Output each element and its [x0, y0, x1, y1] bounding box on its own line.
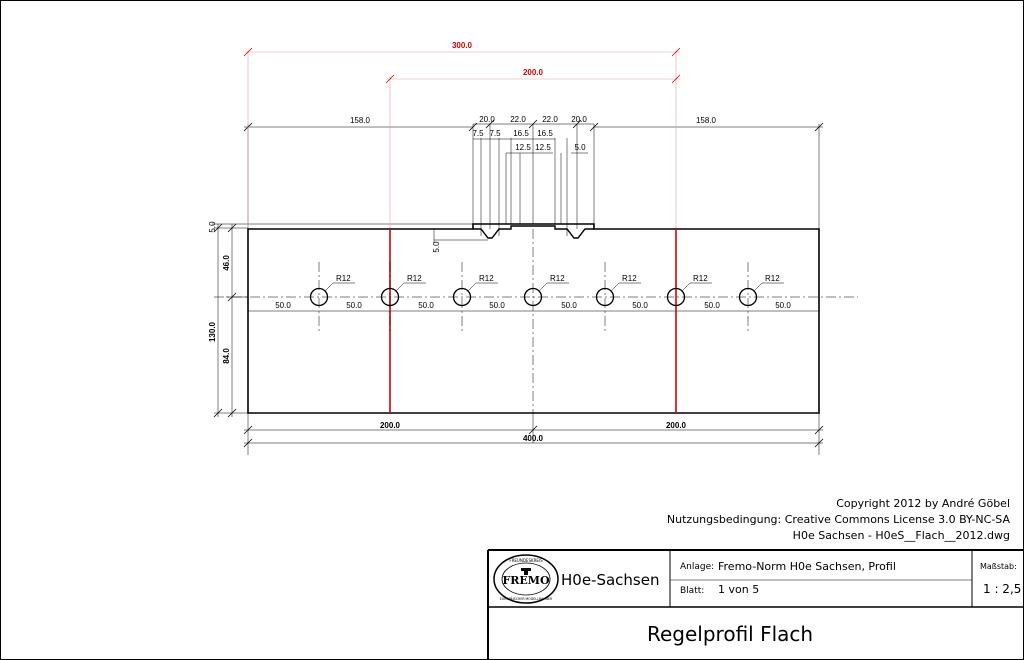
fremo-logo: FREUNDESKREIS FREMO EUROPÄISCHER MODELLB…: [493, 554, 559, 604]
center-lines: [214, 229, 858, 413]
dim-bottom-left: 200.0: [380, 421, 401, 430]
hole-spacing: 50.0: [704, 301, 720, 310]
massstab-label: Maßstab:: [980, 562, 1017, 571]
hole-label: R12: [407, 274, 422, 283]
red-dimension-lines: [244, 50, 680, 229]
extension-lines: [212, 123, 823, 455]
dim-overall-top: 300.0: [452, 41, 473, 50]
dim-rail-drop: 5.0: [432, 241, 441, 253]
hole: [380, 287, 400, 307]
dim-left-small: 5.0: [208, 221, 217, 233]
dim-gauge-low-1: 12.5: [515, 143, 531, 152]
hole-label: R12: [765, 274, 780, 283]
rail-groove: [473, 225, 594, 239]
hole-spacing: 50.0: [632, 301, 648, 310]
hole-label: R12: [336, 274, 351, 283]
dim-red-top: 200.0: [523, 68, 544, 77]
dim-gauge-mid-2: 7.5: [489, 129, 501, 138]
dim-height-top: 46.0: [222, 255, 231, 271]
dim-height-total: 130.0: [208, 321, 217, 342]
hole-spacing: 50.0: [561, 301, 577, 310]
blatt-value: 1 von 5: [718, 583, 760, 596]
hole-label: R12: [693, 274, 708, 283]
hole-spacing: 50.0: [418, 301, 434, 310]
hole: [452, 287, 472, 307]
hole-spacing: 50.0: [775, 301, 791, 310]
dim-gauge-mid-4: 16.5: [537, 129, 553, 138]
hole-label: R12: [550, 274, 565, 283]
dim-bottom-total: 400.0: [523, 434, 544, 443]
dim-gauge-mid-3: 16.5: [513, 129, 529, 138]
dimension-ticks: [213, 119, 824, 448]
dim-gauge-low-3: 5.0: [574, 143, 586, 152]
hole-label: R12: [622, 274, 637, 283]
title-block-frame: [487, 549, 1024, 660]
rail-icon: [521, 568, 531, 571]
hole: [309, 287, 329, 307]
hole-label: R12: [479, 274, 494, 283]
logo-ring-top: FREUNDESKREIS: [509, 558, 543, 563]
holes: [309, 287, 758, 307]
profile-outline: [247, 223, 820, 414]
copyright-line-1: Copyright 2012 by André Göbel: [836, 497, 1010, 510]
anlage-value: Fremo-Norm H0e Sachsen, Profil: [718, 560, 896, 573]
dim-gauge-top-1: 20.0: [479, 115, 495, 124]
hole-leaders: [324, 282, 784, 292]
hole-spacing: 50.0: [346, 301, 362, 310]
hole: [595, 287, 615, 307]
dim-gauge-low-2: 12.5: [535, 143, 551, 152]
dim-left-flat: 158.0: [350, 116, 371, 125]
massstab-value: 1 : 2,5: [983, 582, 1022, 596]
hole: [738, 287, 758, 307]
group-name: H0e-Sachsen: [561, 571, 660, 589]
hole-spacing: 50.0: [489, 301, 505, 310]
dim-gauge-top-3: 22.0: [542, 115, 558, 124]
hole: [666, 287, 686, 307]
dim-gauge-top-2: 22.0: [510, 115, 526, 124]
dim-gauge-mid-1: 7.5: [472, 129, 484, 138]
dim-height-bottom: 84.0: [222, 348, 231, 364]
dim-right-flat: 158.0: [696, 116, 717, 125]
red-ticks: [243, 47, 681, 84]
logo-text: FREMO: [502, 574, 550, 587]
copyright-line-3: H0e Sachsen - H0eS__Flach__2012.dwg: [792, 529, 1010, 542]
dim-gauge-top-4: 20.0: [571, 115, 587, 124]
hole-spacing: 50.0: [275, 301, 291, 310]
drawing-title: Regelprofil Flach: [647, 622, 814, 646]
copyright-line-2: Nutzungsbedingung: Creative Commons Lice…: [666, 513, 1010, 526]
anlage-label: Anlage:: [680, 562, 715, 572]
blatt-label: Blatt:: [680, 586, 705, 596]
logo-ring-bottom: EUROPÄISCHER MODELLBAHNER: [500, 596, 553, 601]
dim-bottom-right: 200.0: [666, 421, 687, 430]
hole: [523, 287, 543, 307]
